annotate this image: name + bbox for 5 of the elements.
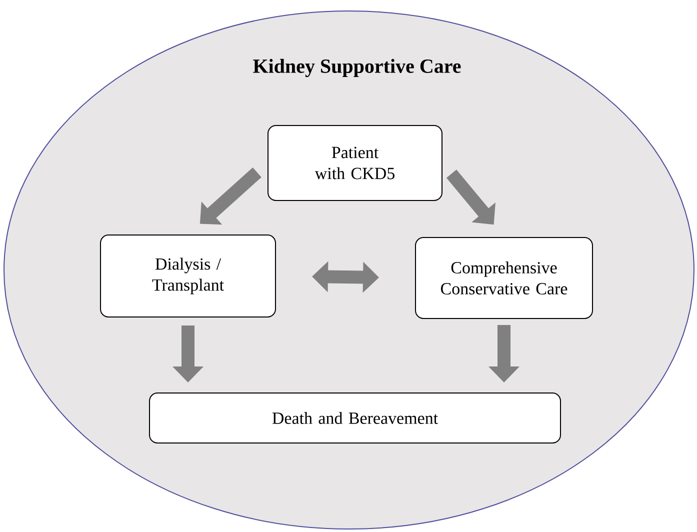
process-box: Comprehensive Conservative Care [415, 237, 593, 319]
process-box: Dialysis / Transplant [100, 234, 276, 318]
process-box: Patient with CKD5 [268, 125, 442, 201]
heading: Kidney Supportive Care [253, 58, 461, 78]
process-box: Death and Bereavement [149, 392, 561, 444]
